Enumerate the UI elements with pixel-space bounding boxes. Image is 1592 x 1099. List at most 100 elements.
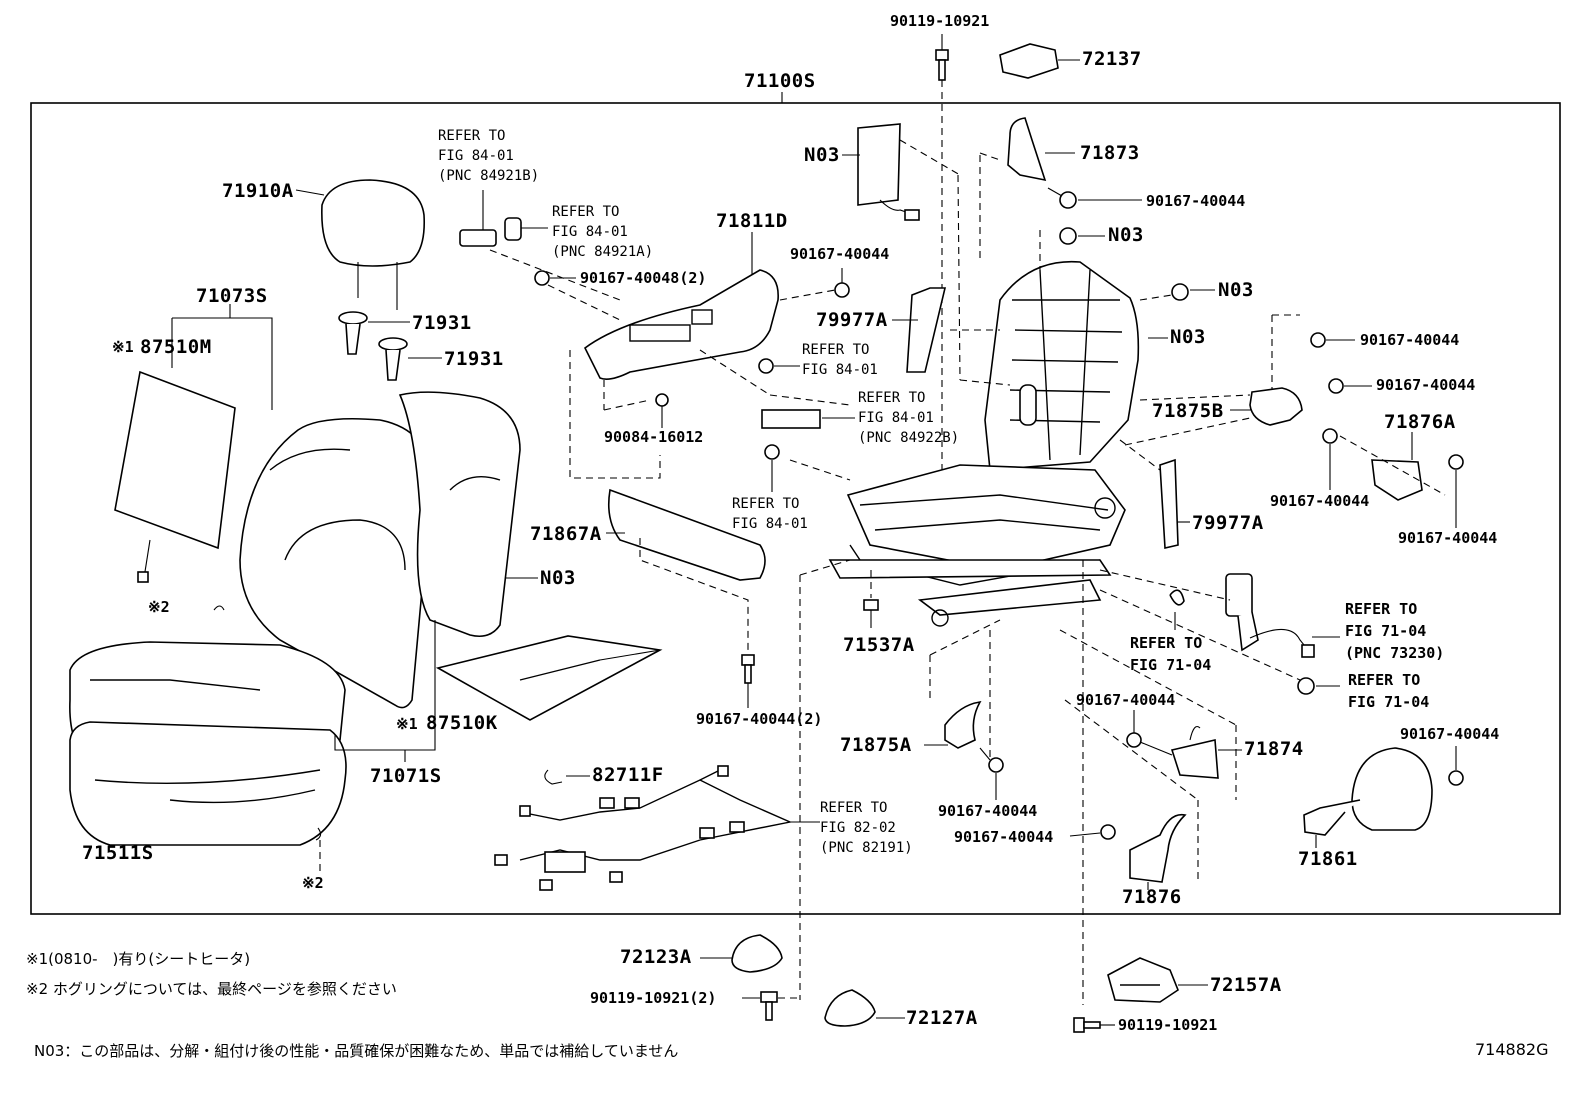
screw-90084-16012 [655,393,669,418]
label-71873: 71873 [1080,142,1140,164]
clip-71537A [863,599,879,611]
label-90167-40044-e: 90167-40044 [1270,492,1370,510]
label-72157A: 72157A [1210,974,1282,996]
ref-84922B: REFER TO FIG 84-01 (PNC 84922B) [858,390,960,446]
bolt-90119-10921-top [935,49,949,81]
label-71875B: 71875B [1152,400,1224,422]
label-90167-40044-b: 90167-40044 [1146,192,1246,210]
label-N03-clip-2: N03 [1218,279,1254,301]
clip-N03 [1059,227,1077,245]
label-82711F: 82711F [592,764,664,786]
label-assembly-71100S: 71100S [744,70,816,92]
seatback-pad [398,391,521,638]
bolt-90167-40044-2 [741,654,755,684]
label-87510M: 87510M [140,336,212,358]
headrest-71910A [321,179,426,310]
label-90167-40048: 90167-40048(2) [580,269,707,287]
side-cover-71867A [607,488,766,581]
footnote-2: ※2 ホグリングについては、最終ページを参照ください [26,980,397,998]
footnote-1: ※1(0810- )有り(シートヒータ) [26,950,251,968]
label-90084-16012: 90084-16012 [604,428,704,446]
label-90167-40044-a: 90167-40044 [790,245,890,263]
label-90119-10921-2: 90119-10921(2) [590,989,717,1007]
label-71876A: 71876A [1384,411,1456,433]
cover-71875A [944,700,982,749]
label-90167-40044-g: 90167-40044 [938,802,1038,820]
side-airbag-N03 [857,123,920,221]
label-90167-40044-f: 90167-40044 [1398,529,1498,547]
label-71511S: 71511S [82,842,154,864]
cover-72127A [824,989,876,1027]
module-84922B [761,409,821,429]
label-71811D: 71811D [716,210,788,232]
label-90167-40044-j: 90167-40044 [1400,725,1500,743]
bracket-71873 [1007,117,1047,182]
label-90119-10921-top: 90119-10921 [890,12,990,30]
switch-84921A [504,217,522,241]
cover-71861 [1303,747,1433,836]
mark-87510K: ※1 [396,715,418,733]
label-72127A: 72127A [906,1007,978,1029]
label-N03-airbag: N03 [804,144,840,166]
label-90167-40044-d: 90167-40044 [1376,376,1476,394]
label-N03-back: N03 [540,567,576,589]
mark-87510M: ※1 [112,338,134,356]
bolt-90119-10921-bottom [1073,1017,1101,1033]
label-72137: 72137 [1082,48,1142,70]
heater-mat-87510M [114,370,236,550]
wire-harness-82711F [494,765,793,891]
hog-ring [213,605,225,611]
label-90167-40044-c: 90167-40044 [1360,331,1460,349]
headrest-guide-71931 [338,311,408,381]
ref-7104-b: REFER TO FIG 71-04 [1348,671,1430,711]
seat-cushion [69,641,347,846]
ref-8401-a: REFER TO FIG 84-01 [802,342,878,378]
bolt-90119-10921-2 [760,991,778,1021]
seat-frame [828,260,1140,627]
label-79977A-left: 79977A [816,309,888,331]
cover-72157A [1107,957,1179,1003]
label-71876: 71876 [1122,886,1182,908]
label-71861: 71861 [1298,848,1358,870]
mark-hogring-b: ※2 [302,874,324,892]
label-71537A: 71537A [843,634,915,656]
label-71073S: 71073S [196,285,268,307]
seat-belt-buckle [1225,573,1315,658]
label-90167-40044-h: 90167-40044 [954,828,1054,846]
label-71867A: 71867A [530,523,602,545]
cover-72123A [731,934,783,973]
label-N03-clip: N03 [1108,224,1144,246]
cover-71875B [1249,387,1303,426]
label-71910A: 71910A [222,180,294,202]
screw [834,282,850,298]
label-71931-a: 71931 [412,312,472,334]
diagram-code: 714882G [1475,1040,1549,1059]
label-71874: 71874 [1244,738,1304,760]
label-90167-40044-2: 90167-40044(2) [696,710,823,728]
ref-84921A: REFER TO FIG 84-01 (PNC 84921A) [552,204,654,260]
label-N03-frame: N03 [1170,326,1206,348]
ref-84921B: REFER TO FIG 84-01 (PNC 84921B) [438,128,540,184]
cover-72137 [999,43,1059,79]
ref-82191: REFER TO FIG 82-02 (PNC 82191) [820,800,913,856]
bracket-71876 [1129,813,1187,883]
switch-84921B [459,229,497,247]
cover-71876A [1371,459,1423,501]
label-90119-10921-bottom: 90119-10921 [1118,1016,1218,1034]
label-87510K: 87510K [426,712,498,734]
ref-8401-b: REFER TO FIG 84-01 [732,496,808,532]
bracket-71874 [1170,739,1219,779]
heater-mat-87510K [435,635,663,721]
seatback-cover [239,417,433,709]
ref-73230: REFER TO FIG 71-04 (PNC 73230) [1345,600,1445,662]
label-90167-40044-i: 90167-40044 [1076,691,1176,709]
label-71875A: 71875A [840,734,912,756]
label-71931-b: 71931 [444,348,504,370]
label-72123A: 72123A [620,946,692,968]
strip-79977A-right [1159,458,1179,549]
side-cover-71811D [583,269,779,380]
strip-79977A-left [906,287,947,373]
mark-hogring-a: ※2 [148,598,170,616]
